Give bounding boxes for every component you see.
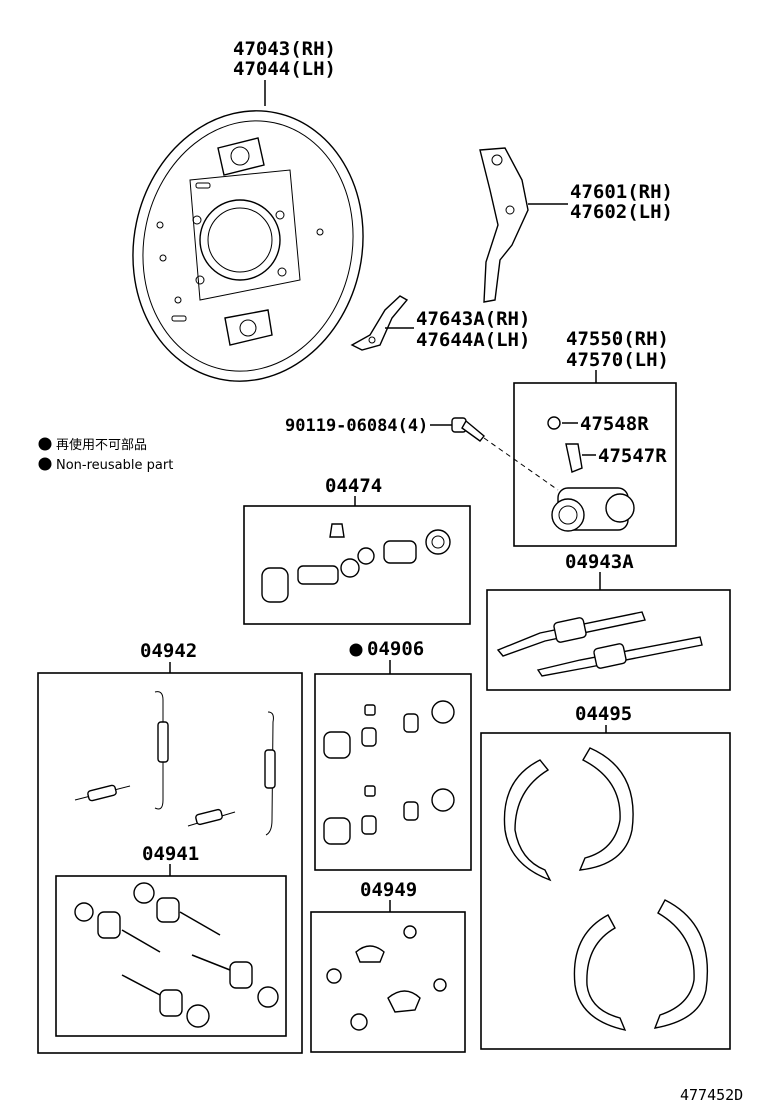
bolt-label: 90119-06084(4) — [285, 416, 428, 436]
backing-plate[interactable]: 47043(RH) 47044(LH) — [108, 38, 388, 403]
strut-lh-label: 47644A(LH) — [416, 329, 530, 351]
legend: 再使用不可部品 Non-reusable part — [38, 437, 173, 473]
spring-kit[interactable]: 04942 — [37, 640, 303, 1054]
strut-rh-label: 47643A(RH) — [416, 308, 530, 330]
adjuster-kit[interactable]: 04943A — [486, 551, 731, 691]
backing-plate-lh-label: 47044(LH) — [233, 58, 336, 80]
bleeder-plug-label: 47547R — [598, 445, 667, 467]
figure-id: 477452D — [680, 1086, 743, 1104]
bleeder-cap-label: 47548R — [580, 413, 649, 435]
cup-kit[interactable]: 04906 — [314, 638, 472, 871]
hold-down-kit-label: 04941 — [142, 843, 199, 865]
legend-english: Non-reusable part — [56, 458, 173, 473]
shoe-set-label: 04495 — [575, 703, 632, 725]
bolt[interactable]: 90119-06084(4) — [285, 416, 559, 491]
boot-kit[interactable]: 04949 — [310, 879, 466, 1053]
spring-kit-label: 04942 — [140, 640, 197, 662]
shoe-set[interactable]: 04495 — [480, 703, 731, 1050]
non-reusable-marker — [349, 643, 363, 657]
wheel-cylinder-rh-label: 47550(RH) — [566, 328, 669, 350]
wheel-cylinder-assembly[interactable]: 47550(RH) 47570(LH) 47548R 47547R — [513, 328, 677, 547]
wheel-cylinder-lh-label: 47570(LH) — [566, 349, 669, 371]
parking-lever[interactable]: 47601(RH) 47602(LH) — [479, 147, 673, 303]
parking-lever-rh-label: 47601(RH) — [570, 181, 673, 203]
cup-kit-label: 04906 — [367, 638, 424, 660]
strut[interactable]: 47643A(RH) 47644A(LH) — [350, 295, 530, 351]
backing-plate-rh-label: 47043(RH) — [233, 38, 336, 60]
boot-kit-label: 04949 — [360, 879, 417, 901]
parking-lever-lh-label: 47602(LH) — [570, 201, 673, 223]
cylinder-kit-label: 04474 — [325, 475, 382, 497]
adjuster-kit-label: 04943A — [565, 551, 634, 573]
legend-japanese: 再使用不可部品 — [56, 437, 147, 453]
hold-down-kit[interactable]: 04941 — [55, 843, 287, 1037]
cylinder-kit[interactable]: 04474 — [243, 475, 471, 625]
